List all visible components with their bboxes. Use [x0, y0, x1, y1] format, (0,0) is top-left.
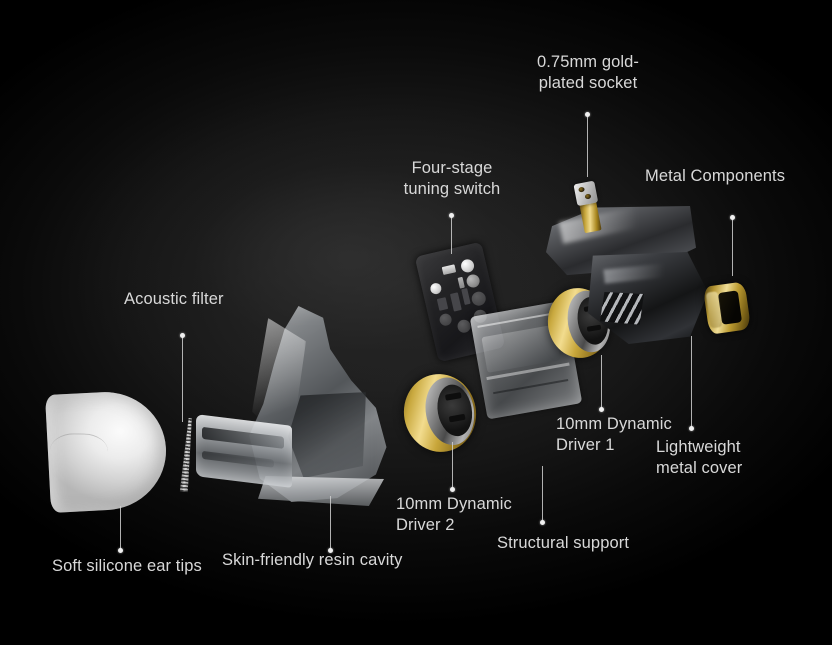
pcb-trace-3 — [461, 288, 471, 305]
part-resin-cavity — [196, 300, 408, 512]
leader-metal-components — [732, 218, 733, 276]
leader-structural-support — [542, 466, 543, 522]
label-acoustic-filter: Acoustic filter — [124, 290, 224, 308]
pcb-chip — [441, 264, 457, 276]
leader-resin-cavity — [330, 496, 331, 550]
dot-ear-tips — [118, 548, 123, 553]
nozzle-bore-secondary — [202, 450, 274, 468]
dot-structural-support — [540, 520, 545, 525]
label-gold-plated-socket: 0.75mm gold- plated socket — [536, 53, 640, 92]
label-dynamic-driver-1: 10mm Dynamic Driver 1 — [556, 415, 672, 454]
label-dynamic-driver-2: 10mm Dynamic Driver 2 — [396, 495, 512, 534]
pcb-pad-gray-1 — [465, 273, 481, 289]
resin-cavity-nozzle — [196, 414, 292, 488]
shell-vent-grille — [600, 292, 644, 325]
dot-gold-plated-socket — [585, 112, 590, 117]
part-metal-shell — [546, 196, 728, 354]
dot-tuning-switch — [449, 213, 454, 218]
dot-acoustic-filter — [180, 333, 185, 338]
label-resin-cavity: Skin-friendly resin cavity — [222, 551, 403, 569]
leader-dynamic-driver-1 — [601, 355, 602, 409]
socket-pin-hole-1 — [578, 186, 585, 193]
label-structural-support: Structural support — [497, 534, 630, 552]
label-tuning-switch: Four-stage tuning switch — [403, 159, 501, 198]
leader-ear-tips — [120, 506, 121, 550]
pcb-pad-white-1 — [429, 281, 443, 296]
pcb-trace-1 — [436, 297, 449, 311]
pcb-pad-dark-1 — [470, 290, 488, 308]
pcb-pad-white-2 — [459, 258, 476, 274]
pcb-trace-2 — [449, 292, 462, 312]
dot-metal-cover — [689, 426, 694, 431]
leader-acoustic-filter — [182, 336, 183, 422]
dot-dynamic-driver-2 — [450, 487, 455, 492]
pcb-chip-2 — [457, 276, 465, 289]
support-edge-bottom — [493, 379, 569, 395]
dot-dynamic-driver-1 — [599, 407, 604, 412]
dot-resin-cavity — [328, 548, 333, 553]
part-metal-cover — [702, 281, 752, 335]
label-metal-cover: Lightweight metal cover — [656, 438, 743, 477]
pcb-pad-dark-4 — [438, 312, 453, 327]
nozzle-bore — [202, 426, 284, 449]
resin-cavity-inner-shadow — [288, 392, 366, 478]
leader-dynamic-driver-2 — [452, 442, 453, 488]
socket-pin-hole-2 — [584, 193, 592, 200]
socket-head — [573, 180, 599, 207]
label-ear-tips: Soft silicone ear tips — [52, 557, 202, 575]
ear-tip-crease — [49, 432, 109, 469]
leader-tuning-switch — [451, 216, 452, 254]
leader-metal-cover — [691, 336, 692, 428]
label-metal-components: Metal Components — [645, 167, 786, 185]
dot-metal-components — [730, 215, 735, 220]
leader-gold-plated-socket — [587, 115, 588, 177]
